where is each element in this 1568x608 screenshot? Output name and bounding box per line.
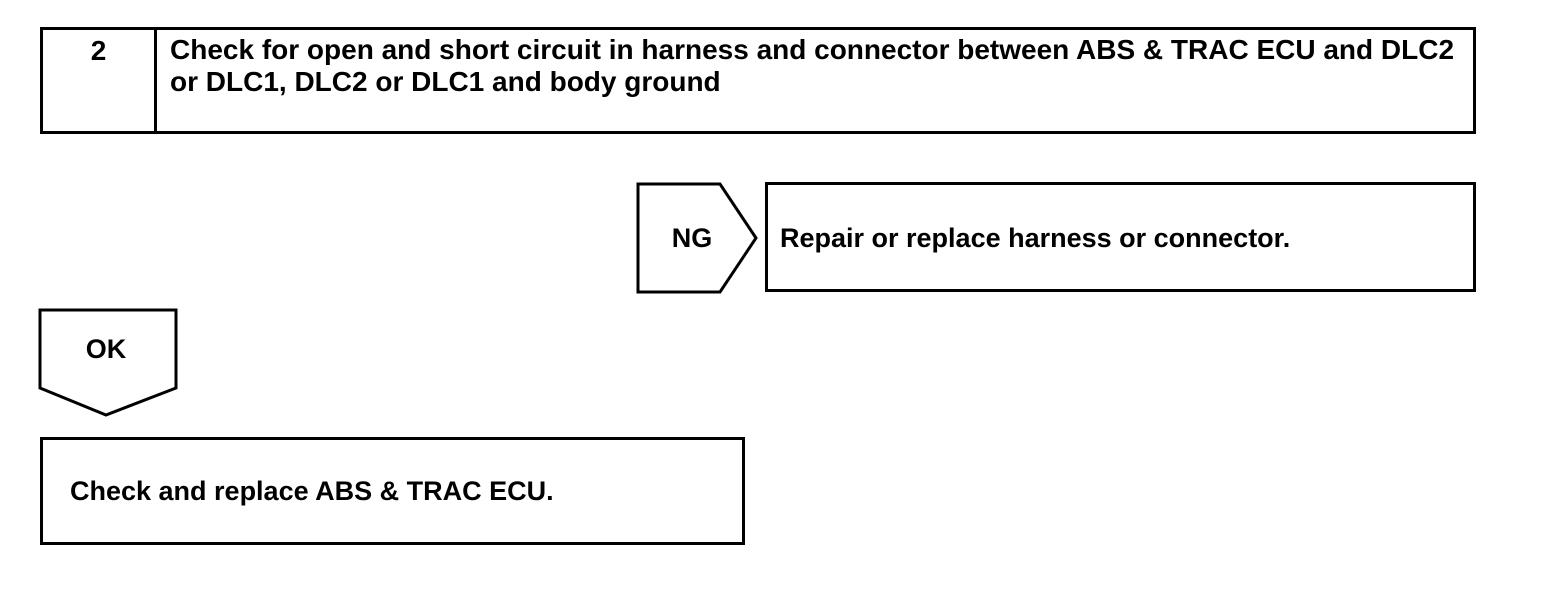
ng-label: NG — [671, 223, 713, 253]
ng-action-text: Repair or replace harness or connector. — [780, 223, 1291, 253]
ng-arrow-shape — [636, 182, 758, 294]
step-box: 2 Check for open and short circuit in ha… — [40, 27, 1476, 134]
ok-arrow-shape — [38, 308, 178, 417]
step-number: 2 — [43, 30, 157, 131]
ng-action-box — [765, 182, 1476, 292]
ok-action-box — [40, 437, 745, 545]
ok-action-text: Check and replace ABS & TRAC ECU. — [70, 476, 554, 506]
step-description: Check for open and short circuit in harn… — [170, 34, 1455, 97]
ok-label: OK — [85, 334, 127, 364]
